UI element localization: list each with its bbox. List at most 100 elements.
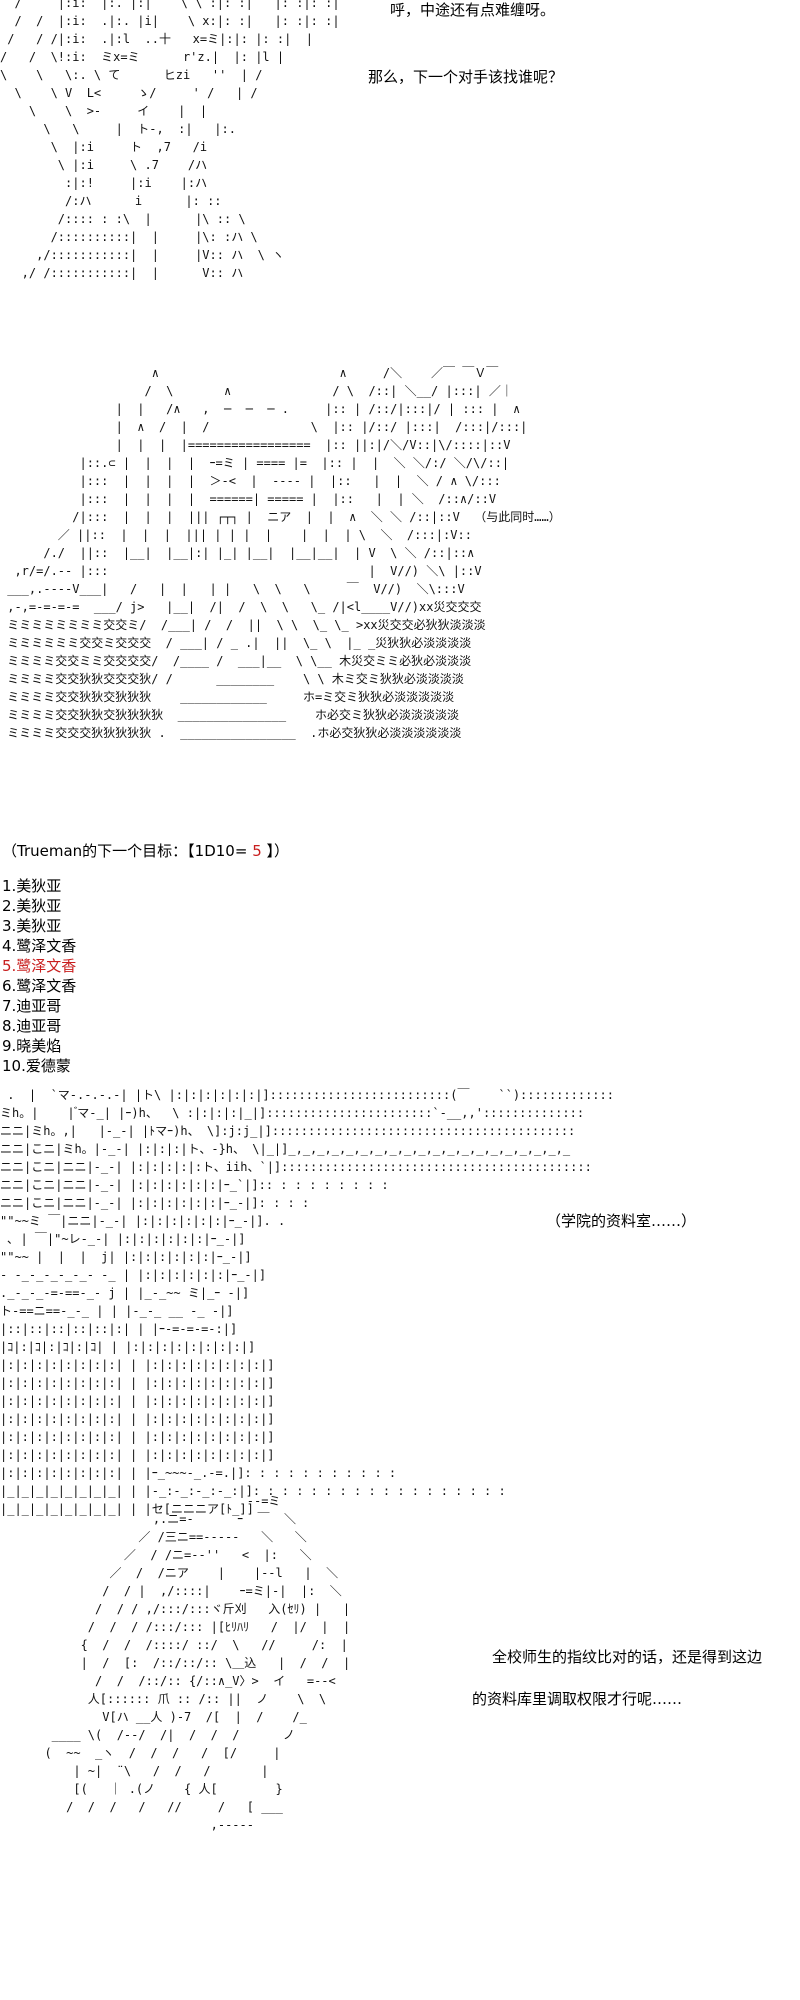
ascii-art-line: \ |:i \ .7 /ハ — [0, 158, 208, 172]
ascii-art-line: ト-==ニ==-_-_ | | |-_-_ __ -_ -|] — [0, 1304, 234, 1318]
ascii-art-line: /./ ||:: |__| |__|:| |_| |__| |__|__| | … — [0, 546, 475, 560]
ascii-art-character: --=ミ ,.ニ=- ｰ ￣ ＼ ／ /三ニ==----- ＼ ＼ ／ / /ニ… — [30, 1492, 350, 1834]
ascii-art-line: ∧ ∧ /＼ ／￣ ￣Ｖ￣ — [0, 366, 499, 380]
ascii-art-line: ミミミミ交交ミミ交交交交/ /____ / ___|__ \ \__ 木災交ミミ… — [0, 654, 472, 668]
ascii-art-line: \ \ V L< ゝ/ ' / | / — [0, 86, 258, 100]
ascii-art-line: |_|_|_|_|_|_|_|_| | |セ[ニニニア[ﾄ_]] — [0, 1502, 254, 1516]
ascii-art-line: / / /::/:: {/::∧_V〉> イ =-‐< — [30, 1674, 336, 1688]
ascii-art-line: / / / /:::/::: |[ﾋﾘﾊﾘ / |/ | | — [30, 1620, 351, 1634]
list-item: 8.迪亚哥 — [2, 1017, 62, 1035]
ascii-art-line: ニニ|ミh。,| |-_-| |ﾄマｰ)h、 \]:j:j_|]::::::::… — [0, 1124, 576, 1138]
ascii-art-line: ,.ニ=- ｰ ￣ ＼ — [30, 1512, 296, 1526]
list-item: 7.迪亚哥 — [2, 997, 62, 1015]
list-item: 4.鹭泽文香 — [2, 937, 77, 955]
ascii-art-line: ニニ|こニ|ニニ|-_-| |:|:|:|:|:ト、iih、`|]:::::::… — [0, 1160, 592, 1174]
list-item-selected: 5.鹭泽文香 — [2, 957, 77, 975]
ascii-art-line: ニニ|こニ|ミh。|-_-| |:|:|:|ト、-}h、 \|_|]_,_,_,… — [0, 1142, 571, 1156]
list-item: 9.晓美焰 — [2, 1037, 62, 1055]
list-item: 3.美狄亚 — [2, 917, 62, 935]
ascii-art-line: |:|:|:|:|:|:|:|:| | |:|:|:|:|:|:|:|:|] — [0, 1394, 275, 1408]
ascii-art-line: |::: | | | | ＞-< | ---- | |:: | | ＼ / ∧ … — [0, 474, 501, 488]
ascii-art-line: /:ハ i |: :: — [0, 194, 222, 208]
ascii-art-line: /::::::::::| | |\: :ハ \ — [0, 230, 258, 244]
ascii-art-line: ／ / /ニ=-‐'' < |: ＼ — [30, 1548, 312, 1562]
ascii-art-line: ミミミミ交交狄狄交狄狄狄 ____________ ホ=ミ交ミ狄狄必淡淡淡淡淡 — [0, 690, 455, 704]
ascii-art-line: ____ \( /-‐/ /| / / / ノ — [30, 1728, 295, 1742]
ascii-art-line: ___,.----V___| / | | | | \ \ \ ￣ V//) ＼\… — [0, 582, 465, 596]
ascii-art-line: \ |:i ト ,7 /i — [0, 140, 208, 154]
ascii-art-line: / \ ∧ / \ /::| ＼__/ |:::| ／｜ — [0, 384, 513, 398]
list-item: 1.美狄亚 — [2, 877, 62, 895]
ascii-art-line: ／ / /ニア | |--l | ＼ — [30, 1566, 339, 1580]
ascii-art-line: / |:i: |:. |:| \ \ :|: :| |: :|: :| — [0, 0, 340, 10]
ascii-art-line: ミミミミミミミミ交交ミ/ /___| / / || \ \ \_ \_ >xx災… — [0, 618, 486, 632]
dice-roll-line: （Trueman的下一个目标：【1D10= 5 】） — [2, 842, 289, 860]
dialogue-line: 的资料库里调取权限才行呢…… — [472, 1690, 683, 1708]
ascii-art-line: |:|:|:|:|:|:|:|:| | |ｰ_~~~-_.-=.|]: : : … — [0, 1466, 397, 1480]
ascii-art-line: - -_-_-_-_-_- -_ | |:|:|:|:|:|:|ｰ_-|] — [0, 1268, 267, 1282]
ascii-art-line: ,-,=-=-=-= ___/ j> |__| /| / \ \ \_ /|<l… — [0, 600, 482, 614]
ascii-art-line: | ∧ / | / \ |:: |/::/ |:::| /:::|/:::| — [0, 420, 528, 434]
list-item: 6.鹭泽文香 — [2, 977, 77, 995]
ascii-art-line: --=ミ — [30, 1494, 281, 1508]
ascii-art-line: ミミミミミミ交交ミ交交交 / ___| / _ .| || \_ \ |_ _災… — [0, 636, 472, 650]
ascii-art-line: ､ | ￣|"~レ-_-| |:|:|:|:|:|:|ｰ_-|] — [0, 1232, 246, 1246]
ascii-art-line: ,/ /:::::::::::| | V:: ハ — [0, 266, 244, 280]
ascii-art-line: ニニ|こニ|ニニ|-_-| |:|:|:|:|:|:|ｰ_`|]:: : : :… — [0, 1178, 389, 1192]
ascii-art-line: |::|::|::|::|::|:| | |ｰ‐=‐=‐=-:|] — [0, 1322, 238, 1336]
ascii-art-line: | / [: /::/::/:: \＿込 | / / | — [30, 1656, 351, 1670]
ascii-art-line: ,-‐‐-- — [30, 1818, 254, 1832]
list-item: 10.爱德蒙 — [2, 1057, 71, 1075]
ascii-art-line: [( ｜ .(ノ { 人[ } — [30, 1782, 283, 1796]
dialogue-line: 呼，中途还有点难缠呀。 — [390, 1, 556, 19]
ascii-art-line: |:|:|:|:|:|:|:|:| | |:|:|:|:|:|:|:|:|] — [0, 1448, 275, 1462]
dialogue-line: 那么，下一个对手该找谁呢？ — [368, 68, 564, 86]
ascii-art-line: / / / / // / [ ___ — [30, 1800, 283, 1814]
ascii-art-line: |:|:|:|:|:|:|:|:| | |:|:|:|:|:|:|:|:|] — [0, 1376, 275, 1390]
ascii-art-line: ( ~~ _ヽ / / / / [/ | — [30, 1746, 281, 1760]
ascii-art-line: ._-_-_-=-==-_- j | |_-_~~ ミ|_ｰ -|] — [0, 1286, 250, 1300]
dialogue-line: （学院的资料室……） — [546, 1212, 697, 1230]
dice-roll-prefix: （Trueman的下一个目标：【1D10= — [2, 842, 253, 860]
list-item: 2.美狄亚 — [2, 897, 62, 915]
ascii-art-line: 人[:::::: 爪 :: /:: || ノ \ \ — [30, 1692, 327, 1706]
ascii-art-line: | ~| ¨\ / / / | — [30, 1764, 269, 1778]
ascii-art-line: |:|:|:|:|:|:|:|:| | |:|:|:|:|:|:|:|:|] — [0, 1430, 275, 1444]
ascii-art-line: / / /|:i: .|:l ..十 x=ミ|:|: |: :| | — [0, 32, 313, 46]
ascii-art-line: ""~~ | | | j| |:|:|:|:|:|:|ｰ_-|] — [0, 1250, 252, 1264]
ascii-art-line: ／ ||:: | | | ||| | | | | | | | \ ＼ /:::|… — [0, 528, 472, 542]
ascii-art-line: / / \!:i: ミx=ミ r'z.| |: |l | — [0, 50, 285, 64]
dialogue-line: 全校师生的指纹比对的话，还是得到这边 — [492, 1648, 763, 1666]
ascii-art-line: \ \ | ト-, :| |:. — [0, 122, 236, 136]
ascii-art-line: ミミミミ交交狄狄交狄狄狄狄 _______________ ホ必交ミ狄狄必淡淡淡… — [0, 708, 459, 722]
ascii-art-line: V[ハ __人 )-7 /[ | / /_ — [30, 1710, 307, 1724]
ascii-art-line: / / | ,/::::| ｰ=ミ|-| |: ＼ — [30, 1584, 342, 1598]
ascii-art-library: . | `マ-.-.-.-| |ト\ |:|:|:|:|:|:|]:::::::… — [0, 1086, 614, 1518]
ascii-art-line: / / / ,/:::/:::ヾ斤刈 入(ｾﾘ) | | — [30, 1602, 351, 1616]
ascii-art-line: |::.⊂ | | | | ｰ=ミ | ==== |= |:: | | ＼ ＼/… — [0, 456, 510, 470]
ascii-art-line: ,/:::::::::::| | |V:: ハ \ ヽ — [0, 248, 285, 262]
ascii-art-line: | | | |================= |:: ||:|/＼/V::|… — [0, 438, 511, 452]
ascii-art-line: |:|:|:|:|:|:|:|:| | |:|:|:|:|:|:|:|:|] — [0, 1358, 275, 1372]
ascii-art-line: |::: | | | | ======| ===== | |:: | | ＼ /… — [0, 492, 497, 506]
ascii-art-line: /|::: | | | ||| ┌┬┐ | ニア | | ∧ ＼ ＼ /::|:… — [0, 510, 561, 524]
ascii-art-line: :|:! |:i |:ハ — [0, 176, 208, 190]
ascii-art-line: ミミミミ交交狄狄交交交狄/ / ________ \ \ 木ミ交ミ狄狄必淡淡淡淡 — [0, 672, 464, 686]
ascii-art-line: ""~~ミ ￣|ニニ|-_-| |:|:|:|:|:|:|ｰ_-|]. . — [0, 1214, 286, 1228]
ascii-art-line: . | `マ-.-.-.-| |ト\ |:|:|:|:|:|:|]:::::::… — [0, 1088, 614, 1102]
ascii-art-line: |:|:|:|:|:|:|:|:| | |:|:|:|:|:|:|:|:|] — [0, 1412, 275, 1426]
ascii-art-figure: / |:i: |:. |:| \ \ :|: :| |: :|: :| / / … — [0, 0, 340, 282]
ascii-art-line: |ｺ|:|ｺ|:|ｺ|:|ｺ| | |:|:|:|:|:|:|:|:|] — [0, 1340, 256, 1354]
ascii-art-line: / / |:i: .|:. |i| \ x:|: :| |: :|: :| — [0, 14, 340, 28]
target-options-list: 1.美狄亚 2.美狄亚 3.美狄亚 4.鹭泽文香 5.鹭泽文香 6.鹭泽文香 7… — [2, 876, 76, 1076]
ascii-art-line: ニニ|こニ|ニニ|-_-| |:|:|:|:|:|:|ｰ_-|]: : : : — [0, 1196, 310, 1210]
ascii-art-line: /:::: : :\ | |\ :: \ — [0, 212, 246, 226]
dice-roll-suffix: 】） — [261, 842, 290, 860]
ascii-art-line: \ \ >- イ | | — [0, 104, 208, 118]
ascii-art-line: |_|_|_|_|_|_|_|_| | |-_:-_:-_:-_:|]: : :… — [0, 1484, 506, 1498]
ascii-art-castle: ∧ ∧ /＼ ／￣ ￣Ｖ￣ / \ ∧ / \ /::| ＼__/ |:::| … — [0, 364, 561, 742]
ascii-art-line: | | /∧ , ─ ─ ─ . |:: | /::/|:::|/ | ::: … — [0, 402, 521, 416]
ascii-art-line: ／ /三ニ==----- ＼ ＼ — [30, 1530, 307, 1544]
ascii-art-line: ミミミミ交交交狄狄狄狄狄 . ________________ .ホ必交狄狄必淡… — [0, 726, 462, 740]
ascii-art-line: { / / /::::/ ::/ \ // /: | — [30, 1638, 348, 1652]
